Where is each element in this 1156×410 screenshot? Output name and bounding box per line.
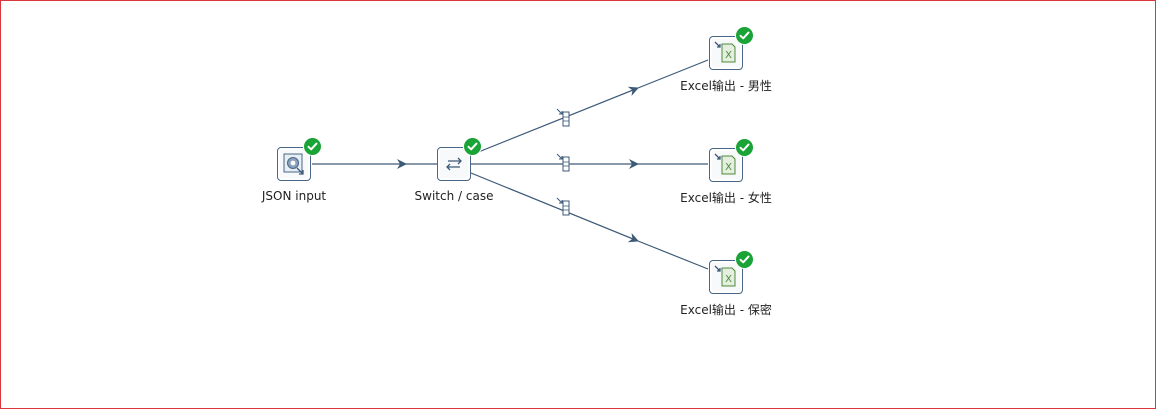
excel-output-icon: X xyxy=(709,36,743,70)
step-json-input[interactable] xyxy=(277,138,321,181)
copy-rows-icon xyxy=(556,153,570,172)
step-label: JSON input xyxy=(261,189,327,203)
step-excel-output-male[interactable]: X xyxy=(709,27,753,70)
copy-rows-icon xyxy=(556,108,570,127)
step-label: Excel输出 - 保密 xyxy=(680,303,772,317)
svg-text:X: X xyxy=(725,162,732,173)
json-input-icon xyxy=(277,147,311,181)
svg-text:X: X xyxy=(725,50,732,61)
success-check-icon xyxy=(304,138,321,155)
hop-switch-to-excel-male[interactable] xyxy=(470,59,709,156)
success-check-icon xyxy=(464,138,481,155)
success-check-icon xyxy=(736,139,753,156)
step-excel-output-secret[interactable]: X xyxy=(709,251,753,294)
copy-rows-icon xyxy=(556,197,570,216)
step-label: Excel输出 - 男性 xyxy=(680,79,772,93)
excel-output-icon: X xyxy=(709,260,743,294)
svg-text:X: X xyxy=(725,274,732,285)
step-switch-case[interactable] xyxy=(437,138,481,181)
step-label: Excel输出 - 女性 xyxy=(680,191,772,205)
success-check-icon xyxy=(736,251,753,268)
hop-switch-to-excel-secret[interactable] xyxy=(470,172,709,270)
step-excel-output-female[interactable]: X xyxy=(709,139,753,182)
excel-output-icon: X xyxy=(709,148,743,182)
switch-case-icon xyxy=(437,147,471,181)
success-check-icon xyxy=(736,27,753,44)
step-label: Switch / case xyxy=(414,189,494,203)
